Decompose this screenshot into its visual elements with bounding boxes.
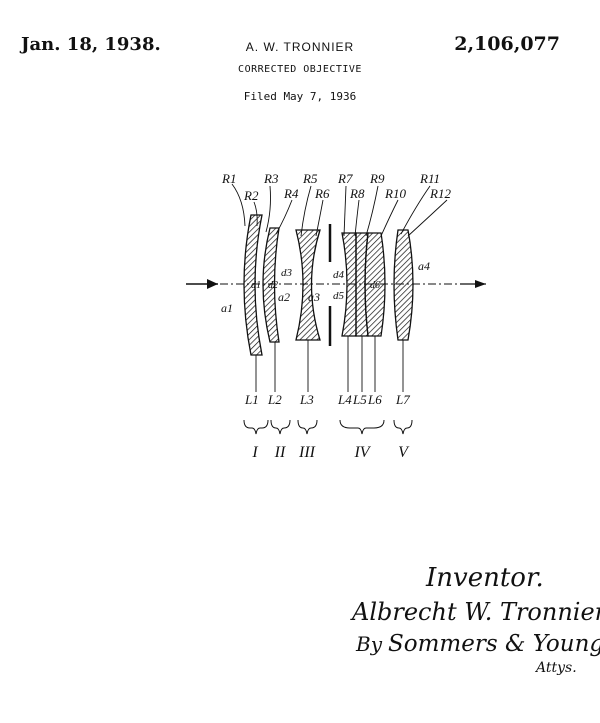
- label-group-iv: IV: [353, 444, 371, 461]
- label-l2: L2: [267, 392, 282, 407]
- signature-by: By: [355, 632, 383, 656]
- label-r8: R8: [349, 186, 365, 201]
- lens-l6: [364, 232, 386, 337]
- label-r1: R1: [221, 171, 236, 186]
- label-d6: d6: [370, 280, 380, 291]
- label-r5: R5: [302, 171, 318, 186]
- label-l6: L6: [367, 392, 382, 407]
- label-r6: R6: [314, 186, 330, 201]
- label-group-ii: II: [274, 444, 286, 461]
- label-d4: d4: [333, 269, 345, 281]
- label-l7: L7: [395, 392, 410, 407]
- label-r2: R2: [243, 188, 259, 203]
- group-braces: [243, 419, 413, 435]
- patent-date: Jan. 18, 1938.: [21, 34, 161, 55]
- label-d1: d1: [251, 280, 261, 291]
- label-r4: R4: [283, 186, 299, 201]
- left-arrow-icon: [186, 279, 218, 289]
- label-group-i: I: [251, 444, 258, 461]
- label-d3: d3: [281, 267, 293, 279]
- label-group-iii: III: [298, 444, 316, 461]
- label-r10: R10: [384, 186, 406, 201]
- signature-heading: Inventor.: [425, 563, 544, 593]
- label-r12: R12: [429, 186, 451, 201]
- label-r11: R11: [419, 171, 440, 186]
- label-r9: R9: [369, 171, 385, 186]
- signature-suffix: Attys.: [534, 660, 577, 676]
- lens-l3: [295, 229, 321, 341]
- label-a3: a3: [308, 290, 320, 304]
- label-a2: a2: [278, 290, 290, 304]
- label-l3: L3: [299, 392, 314, 407]
- lens-l1: [243, 214, 263, 356]
- patent-number: 2,106,077: [454, 33, 560, 55]
- label-r7: R7: [337, 171, 353, 186]
- lens-l7: [393, 229, 414, 341]
- label-a1: a1: [221, 301, 233, 315]
- label-r3: R3: [263, 171, 279, 186]
- label-l4: L4: [337, 392, 352, 407]
- lens-l2: [262, 227, 280, 343]
- label-d2: d2: [268, 280, 278, 291]
- label-d5: d5: [333, 290, 345, 302]
- lens-leaders: [255, 336, 404, 392]
- lens-l4: [341, 232, 357, 337]
- label-l1: L1: [244, 392, 259, 407]
- inventor-name: A. W. TRONNIER: [245, 40, 355, 54]
- label-group-v: V: [398, 444, 410, 461]
- label-a4: a4: [418, 259, 430, 273]
- radius-leaders: [231, 183, 448, 237]
- right-arrow-icon: [460, 280, 486, 288]
- filing-date: Filed May 7, 1936: [243, 90, 357, 103]
- patent-title: CORRECTED OBJECTIVE: [238, 64, 362, 75]
- label-l5: L5: [352, 392, 367, 407]
- signature-attorneys: Sommers & Young: [388, 631, 600, 657]
- signature-name: Albrecht W. Tronnier: [350, 598, 600, 626]
